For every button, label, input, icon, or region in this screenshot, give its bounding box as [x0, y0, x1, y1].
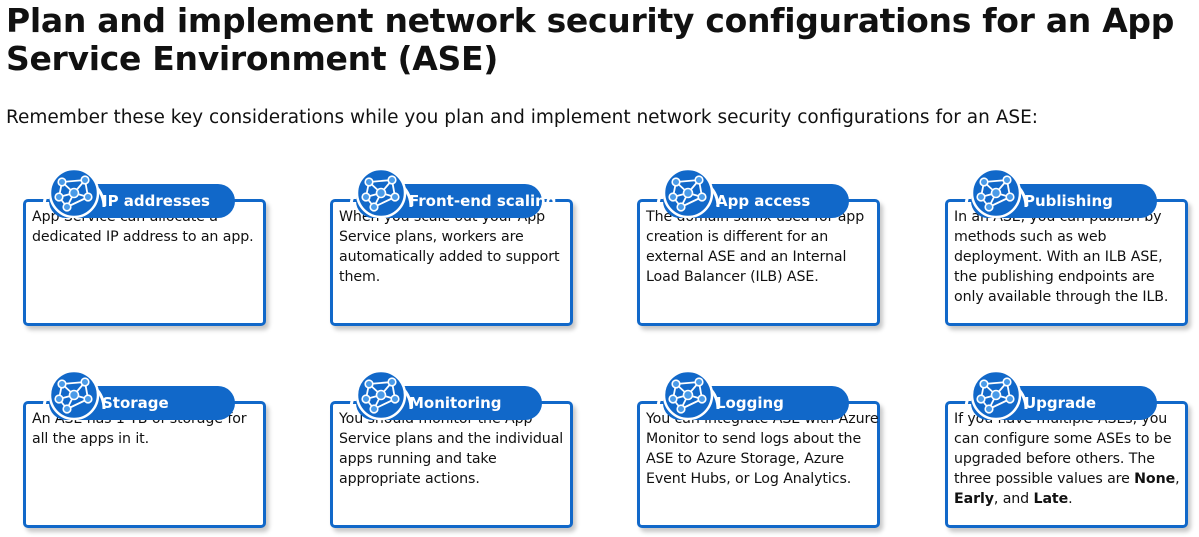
card-title: Storage [102, 394, 169, 412]
card-upgrade: If you have multiple ASEs, you can confi… [945, 368, 1195, 534]
network-nodes-icon [656, 369, 720, 421]
card-body-text: The domain suffix used for app creation … [646, 209, 865, 285]
card-publishing: In an ASE, you can publish by methods su… [945, 166, 1195, 332]
intro-text: Remember these key considerations while … [6, 107, 1039, 128]
card-title: App access [716, 192, 811, 210]
card-ip-addresses: App Service can allocate a dedicated IP … [23, 166, 273, 332]
card-body: The domain suffix used for app creation … [646, 207, 880, 287]
card-body-text: You can integrate ASE with Azure Monitor… [646, 411, 879, 487]
network-nodes-icon [42, 167, 106, 219]
network-nodes-icon [656, 167, 720, 219]
card-storage: An ASE has 1 TB of storage for all the a… [23, 368, 273, 534]
card-body: If you have multiple ASEs, you can confi… [954, 409, 1188, 509]
card-body-emphasis: Late [1033, 491, 1069, 507]
card-logging: You can integrate ASE with Azure Monitor… [637, 368, 887, 534]
card-title: Publishing [1024, 192, 1113, 210]
card-body-emphasis: Early [954, 491, 994, 507]
card-body-text: When you scale out your App Service plan… [339, 209, 560, 285]
card-title: Logging [716, 394, 784, 412]
card-title: Upgrade [1024, 394, 1097, 412]
card-box [330, 401, 573, 528]
card-body: You can integrate ASE with Azure Monitor… [646, 409, 880, 489]
network-nodes-icon [349, 369, 413, 421]
card-body-text: . [1068, 491, 1073, 507]
card-body: In an ASE, you can publish by methods su… [954, 207, 1188, 307]
card-box [637, 199, 880, 326]
network-nodes-icon [349, 167, 413, 219]
card-body-text: You should monitor the App Service plans… [339, 411, 564, 487]
network-nodes-icon [964, 167, 1028, 219]
network-nodes-icon [42, 369, 106, 421]
network-nodes-icon [964, 369, 1028, 421]
card-front-end-scaling: When you scale out your App Service plan… [330, 166, 580, 332]
card-title: Front-end scaling [409, 192, 557, 210]
card-box [945, 199, 1188, 326]
card-title: IP addresses [102, 192, 210, 210]
card-body-text: , and [993, 491, 1034, 507]
card-title: Monitoring [409, 394, 502, 412]
card-body-text: In an ASE, you can publish by methods su… [954, 209, 1169, 305]
card-app-access: The domain suffix used for app creation … [637, 166, 887, 332]
card-monitoring: You should monitor the App Service plans… [330, 368, 580, 534]
page-title: Plan and implement network security conf… [6, 1, 1175, 78]
card-body-emphasis: None [1134, 471, 1176, 487]
card-body-text: , [1175, 471, 1180, 487]
